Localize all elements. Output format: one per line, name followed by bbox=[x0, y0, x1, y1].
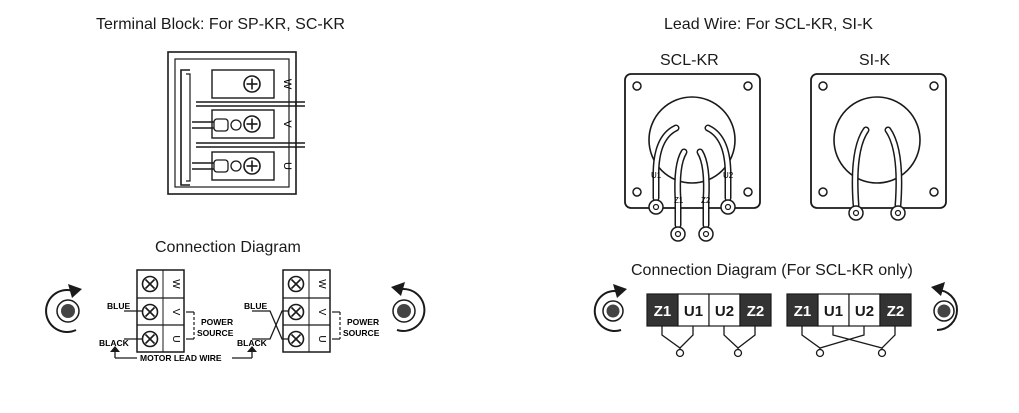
cw-rotation-icon bbox=[391, 282, 426, 332]
strip-a-z1: Z1 bbox=[654, 303, 672, 320]
scl-tag-z1: Z1 bbox=[674, 196, 684, 205]
left-connection-diagram-title: Connection Diagram bbox=[155, 239, 301, 256]
diagram-a-terminal-w: W bbox=[170, 279, 181, 289]
connection-diagram-b: W V U BLUE BLACK POWER SOURCE bbox=[237, 269, 380, 353]
scl-kr-label: SCL-KR bbox=[660, 52, 719, 69]
si-k-plate bbox=[810, 73, 947, 221]
scl-tag-u1: U1 bbox=[651, 171, 662, 180]
diagram-b-black-label: BLACK bbox=[237, 338, 268, 348]
scl-tag-u2: U2 bbox=[723, 171, 734, 180]
diagram-b-terminal-w: W bbox=[316, 279, 327, 289]
diagram-a-source-label: SOURCE bbox=[197, 328, 234, 338]
strip-a-z2: Z2 bbox=[747, 303, 765, 320]
terminal-letter-v: V bbox=[281, 120, 293, 128]
right-ccw-rotation-icon bbox=[593, 284, 627, 332]
diagram-b-terminal-u: U bbox=[316, 335, 327, 342]
terminal-letter-w: W bbox=[281, 79, 293, 90]
connection-strip-b: Z1 U1 U2 Z2 bbox=[786, 293, 912, 358]
strip-a-u1: U1 bbox=[684, 303, 703, 320]
terminal-block-drawing: W V U bbox=[167, 51, 305, 195]
diagram-b-source-label: SOURCE bbox=[343, 328, 380, 338]
strip-b-u2: U2 bbox=[855, 303, 874, 320]
connection-strip-a: Z1 U1 U2 Z2 bbox=[646, 293, 772, 358]
strip-b-z1: Z1 bbox=[794, 303, 812, 320]
strip-a-u2: U2 bbox=[715, 303, 734, 320]
ccw-rotation-icon bbox=[45, 284, 82, 333]
right-cw-rotation-icon bbox=[931, 282, 958, 331]
scl-tag-z2: Z2 bbox=[701, 196, 711, 205]
diagram-a-blue-label: BLUE bbox=[107, 301, 130, 311]
strip-b-u1: U1 bbox=[824, 303, 843, 320]
motor-lead-wire-bracket: MOTOR LEAD WIRE bbox=[110, 346, 257, 363]
terminal-letter-u: U bbox=[281, 162, 293, 170]
diagram-a-power-label: POWER bbox=[201, 317, 233, 327]
diagram-a-terminal-u: U bbox=[170, 335, 181, 342]
right-connection-diagram-title: Connection Diagram (For SCL-KR only) bbox=[631, 262, 913, 279]
diagram-b-power-label: POWER bbox=[347, 317, 379, 327]
terminal-block-title: Terminal Block: For SP-KR, SC-KR bbox=[96, 16, 345, 33]
diagram-b-terminal-v: V bbox=[316, 309, 327, 316]
si-k-label: SI-K bbox=[859, 52, 891, 69]
diagram-a-black-label: BLACK bbox=[99, 338, 130, 348]
diagram-b-blue-label: BLUE bbox=[244, 301, 267, 311]
connection-diagram-a: W V U BLUE BLACK POWER SOURCE bbox=[99, 269, 234, 353]
scl-kr-plate: U1 Z1 Z2 U2 bbox=[624, 73, 761, 242]
strip-b-z2: Z2 bbox=[887, 303, 905, 320]
lead-wire-title: Lead Wire: For SCL-KR, SI-K bbox=[664, 16, 873, 33]
diagram-a-terminal-v: V bbox=[170, 309, 181, 316]
motor-lead-wire-label: MOTOR LEAD WIRE bbox=[140, 353, 222, 363]
